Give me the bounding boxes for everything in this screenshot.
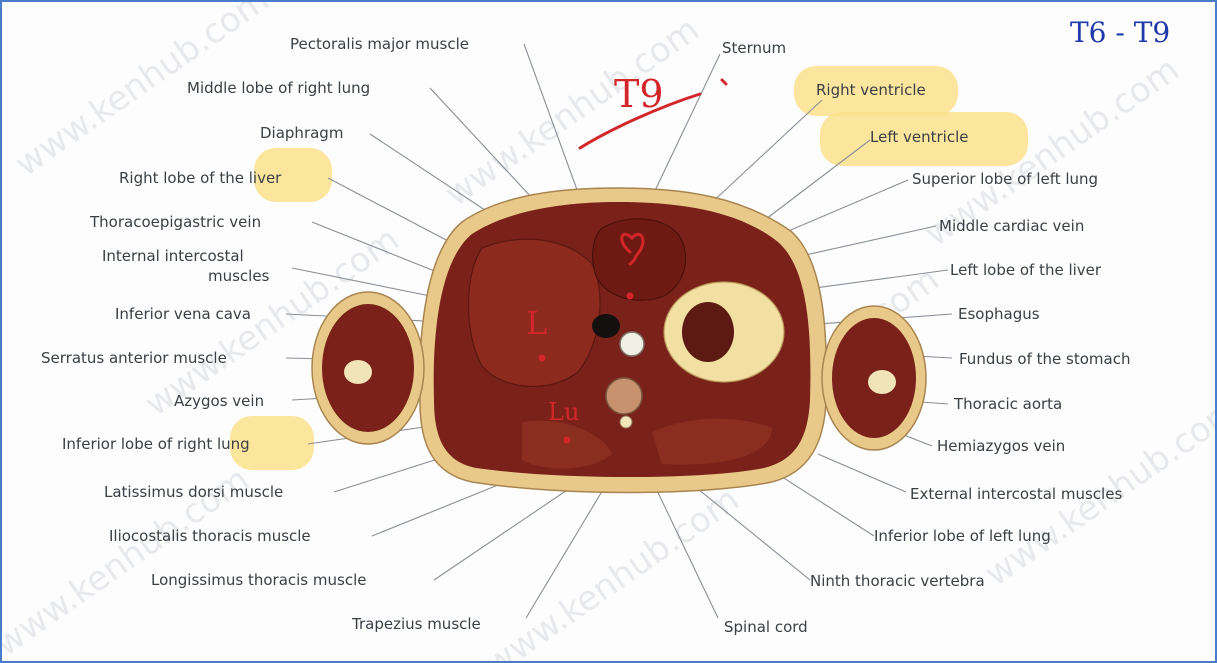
label-azygos-vein: Azygos vein xyxy=(174,392,264,410)
label-iliocostalis-thoracis: Iliocostalis thoracis muscle xyxy=(109,527,311,545)
label-spinal-cord: Spinal cord xyxy=(724,618,808,636)
label-latissimus-dorsi: Latissimus dorsi muscle xyxy=(104,483,283,501)
label-internal-intercostal-2: muscles xyxy=(208,267,269,285)
label-trapezius: Trapezius muscle xyxy=(352,615,481,633)
label-inferior-vena-cava: Inferior vena cava xyxy=(115,305,251,323)
stomach-inner xyxy=(682,302,734,362)
label-thoracic-aorta: Thoracic aorta xyxy=(954,395,1062,413)
label-fundus-stomach: Fundus of the stomach xyxy=(959,350,1130,368)
left-humerus xyxy=(344,360,372,384)
label-left-ventricle: Left ventricle xyxy=(870,128,968,146)
label-internal-intercostal: Internal intercostal xyxy=(102,247,244,265)
label-left-lobe-liver: Left lobe of the liver xyxy=(950,261,1101,279)
heart-region xyxy=(593,219,686,300)
ivc xyxy=(592,314,620,338)
label-superior-lobe-left-lung: Superior lobe of left lung xyxy=(912,170,1098,188)
label-inferior-lobe-right-lung: Inferior lobe of right lung xyxy=(62,435,250,453)
label-inferior-lobe-left-lung: Inferior lobe of left lung xyxy=(874,527,1051,545)
label-hemiazygos-vein: Hemiazygos vein xyxy=(937,437,1065,455)
label-sternum: Sternum xyxy=(722,39,786,57)
label-middle-lobe-right-lung: Middle lobe of right lung xyxy=(187,79,370,97)
label-pectoralis-major: Pectoralis major muscle xyxy=(290,35,469,53)
label-esophagus: Esophagus xyxy=(958,305,1040,323)
ink-liver-mark: L xyxy=(526,304,547,342)
label-serratus-anterior: Serratus anterior muscle xyxy=(41,349,227,367)
aorta-circle xyxy=(620,332,644,356)
ink-range-annotation: T6 - T9 xyxy=(1070,16,1170,49)
label-thoracoepigastric-vein: Thoracoepigastric vein xyxy=(90,213,261,231)
label-longissimus-thoracis: Longissimus thoracis muscle xyxy=(151,571,366,589)
right-humerus xyxy=(868,370,896,394)
label-ninth-thoracic-vertebra: Ninth thoracic vertebra xyxy=(810,572,985,590)
label-right-ventricle: Right ventricle xyxy=(816,81,926,99)
ink-level-annotation: T9 xyxy=(614,72,664,116)
spinal-cord xyxy=(620,416,632,428)
vertebra-body xyxy=(606,378,642,414)
label-middle-cardiac-vein: Middle cardiac vein xyxy=(939,217,1084,235)
ink-lung-mark: Lu xyxy=(548,398,579,426)
label-right-lobe-liver: Right lobe of the liver xyxy=(119,169,281,187)
label-diaphragm: Diaphragm xyxy=(260,124,343,142)
label-external-intercostal: External intercostal muscles xyxy=(910,485,1122,503)
